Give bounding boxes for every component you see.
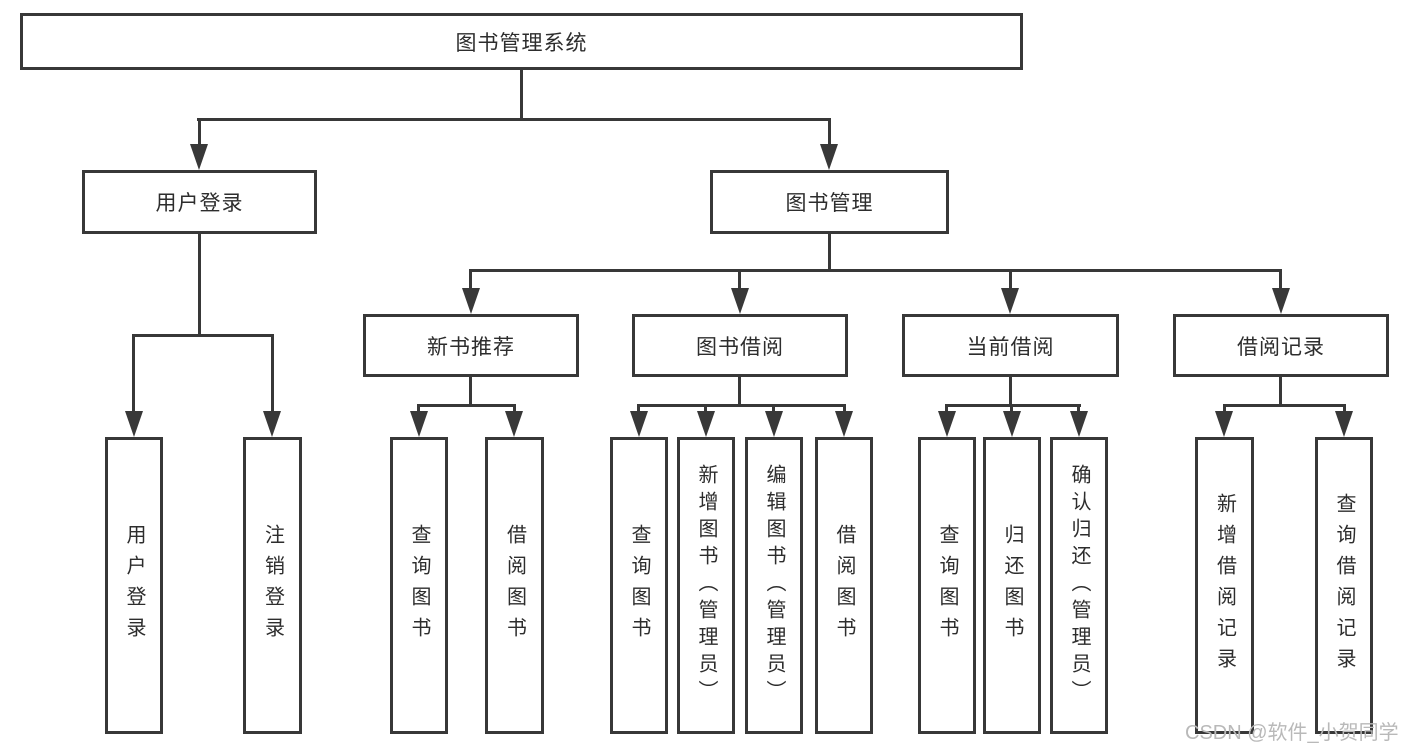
edge-user-login-stem (198, 234, 201, 336)
arrowhead-leaf-query-book-1 (410, 411, 428, 437)
arrowhead-leaf-add-book (697, 411, 715, 437)
edge-root-crossbar (197, 118, 831, 121)
edge-to-borrow-record-shaft (1279, 269, 1282, 292)
node-leaf-query-book-2-label: 查询图书 (628, 523, 650, 648)
edge-new-book-rec-crossbar (417, 404, 516, 407)
node-leaf-query-record-label: 查询借阅记录 (1333, 492, 1355, 679)
edge-user-login-crossbar (132, 334, 274, 337)
edge-to-leaf-add-book-shaft (704, 404, 707, 414)
arrowhead-leaf-logout (263, 411, 281, 437)
arrowhead-leaf-query-record (1335, 411, 1353, 437)
edge-to-leaf-logout-shaft (271, 334, 274, 416)
edge-to-leaf-borrow-book-1-shaft (513, 404, 516, 414)
node-user-login: 用户登录 (82, 170, 317, 234)
edge-root-stem (520, 69, 523, 120)
arrowhead-leaf-return-book (1003, 411, 1021, 437)
node-leaf-borrow-book-2: 借阅图书 (815, 437, 873, 734)
node-leaf-query-book-1: 查询图书 (390, 437, 448, 734)
edge-to-leaf-add-record-shaft (1223, 404, 1226, 414)
edge-to-leaf-return-book-shaft (1010, 404, 1013, 414)
edge-to-leaf-user-login-shaft (132, 334, 135, 416)
node-current-borrow-label: 当前借阅 (966, 335, 1055, 359)
node-leaf-add-book-label: 新增图书（管理员） (695, 464, 717, 707)
arrowhead-leaf-edit-book (765, 411, 783, 437)
node-leaf-query-book-3-label: 查询图书 (936, 523, 958, 648)
node-leaf-add-record-label: 新增借阅记录 (1213, 492, 1236, 679)
edge-to-leaf-query-record-shaft (1343, 404, 1346, 414)
edge-to-leaf-borrow-book-2-shaft (843, 404, 846, 414)
node-leaf-query-book-1-label: 查询图书 (408, 523, 430, 648)
node-leaf-return-book-label: 归还图书 (1001, 523, 1023, 648)
node-leaf-borrow-book-1: 借阅图书 (485, 437, 544, 734)
edge-book-mgmt-crossbar (469, 269, 1282, 272)
node-leaf-user-login-label: 用户登录 (123, 523, 145, 648)
node-new-book-recommend: 新书推荐 (363, 314, 579, 377)
edge-current-borrow-stem (1009, 377, 1012, 406)
node-leaf-query-record: 查询借阅记录 (1315, 437, 1373, 734)
node-borrow-record-label: 借阅记录 (1237, 335, 1325, 359)
arrowhead-leaf-add-record (1215, 411, 1233, 437)
edge-root-to-user-login-shaft (198, 118, 201, 148)
node-root-label: 图书管理系统 (455, 31, 588, 55)
edge-to-leaf-edit-book-shaft (772, 404, 775, 414)
node-book-borrow-label: 图书借阅 (696, 335, 784, 359)
arrowhead-borrow-record (1272, 288, 1290, 314)
edge-new-book-rec-stem (469, 377, 472, 406)
arrowhead-leaf-query-book-2 (630, 411, 648, 437)
edge-book-borrow-crossbar (637, 404, 846, 407)
node-leaf-borrow-book-2-label: 借阅图书 (833, 523, 855, 648)
arrowhead-leaf-borrow-book-1 (505, 411, 523, 437)
node-user-login-label: 用户登录 (155, 192, 244, 215)
node-borrow-record: 借阅记录 (1173, 314, 1389, 377)
edge-borrow-record-crossbar (1223, 404, 1346, 407)
node-book-management: 图书管理 (710, 170, 949, 234)
edge-to-leaf-query-book-2-shaft (637, 404, 640, 414)
arrowhead-leaf-confirm-return (1070, 411, 1088, 437)
node-book-borrow: 图书借阅 (632, 314, 848, 377)
edge-book-mgmt-stem (828, 234, 831, 271)
node-leaf-edit-book: 编辑图书（管理员） (745, 437, 803, 734)
edge-to-leaf-confirm-return-shaft (1077, 404, 1080, 414)
node-leaf-confirm-return: 确认归还（管理员） (1050, 437, 1108, 734)
edge-to-new-book-rec-shaft (469, 269, 472, 292)
edge-root-to-book-mgmt-shaft (828, 118, 831, 148)
node-root: 图书管理系统 (20, 13, 1023, 70)
edge-to-leaf-query-book-3-shaft (945, 404, 948, 414)
arrowhead-user-login (190, 144, 208, 170)
node-leaf-query-book-3: 查询图书 (918, 437, 976, 734)
arrowhead-current-borrow (1001, 288, 1019, 314)
arrowhead-book-borrow (731, 288, 749, 314)
edge-to-current-borrow-shaft (1009, 269, 1012, 292)
csdn-watermark: CSDN @软件_小贺同学 (1185, 722, 1399, 744)
node-leaf-confirm-return-label: 确认归还（管理员） (1068, 464, 1090, 707)
node-new-book-recommend-label: 新书推荐 (427, 335, 515, 359)
arrowhead-leaf-query-book-3 (938, 411, 956, 437)
node-leaf-query-book-2: 查询图书 (610, 437, 668, 734)
edge-to-leaf-query-book-1-shaft (417, 404, 420, 414)
edge-to-book-borrow-shaft (738, 269, 741, 292)
arrowhead-leaf-user-login (125, 411, 143, 437)
arrowhead-new-book-recommend (462, 288, 480, 314)
node-leaf-logout: 注销登录 (243, 437, 302, 734)
node-leaf-edit-book-label: 编辑图书（管理员） (763, 464, 785, 707)
node-book-management-label: 图书管理 (785, 192, 874, 215)
node-leaf-user-login: 用户登录 (105, 437, 163, 734)
node-leaf-return-book: 归还图书 (983, 437, 1041, 734)
node-leaf-add-book: 新增图书（管理员） (677, 437, 735, 734)
arrowhead-leaf-borrow-book-2 (835, 411, 853, 437)
node-leaf-logout-label: 注销登录 (261, 523, 284, 648)
arrowhead-book-management (820, 144, 838, 170)
edge-book-borrow-stem (738, 377, 741, 406)
edge-current-borrow-crossbar (945, 404, 1081, 407)
node-current-borrow: 当前借阅 (902, 314, 1119, 377)
node-leaf-add-record: 新增借阅记录 (1195, 437, 1254, 734)
edge-borrow-record-stem (1279, 377, 1282, 406)
node-leaf-borrow-book-1-label: 借阅图书 (503, 523, 526, 648)
